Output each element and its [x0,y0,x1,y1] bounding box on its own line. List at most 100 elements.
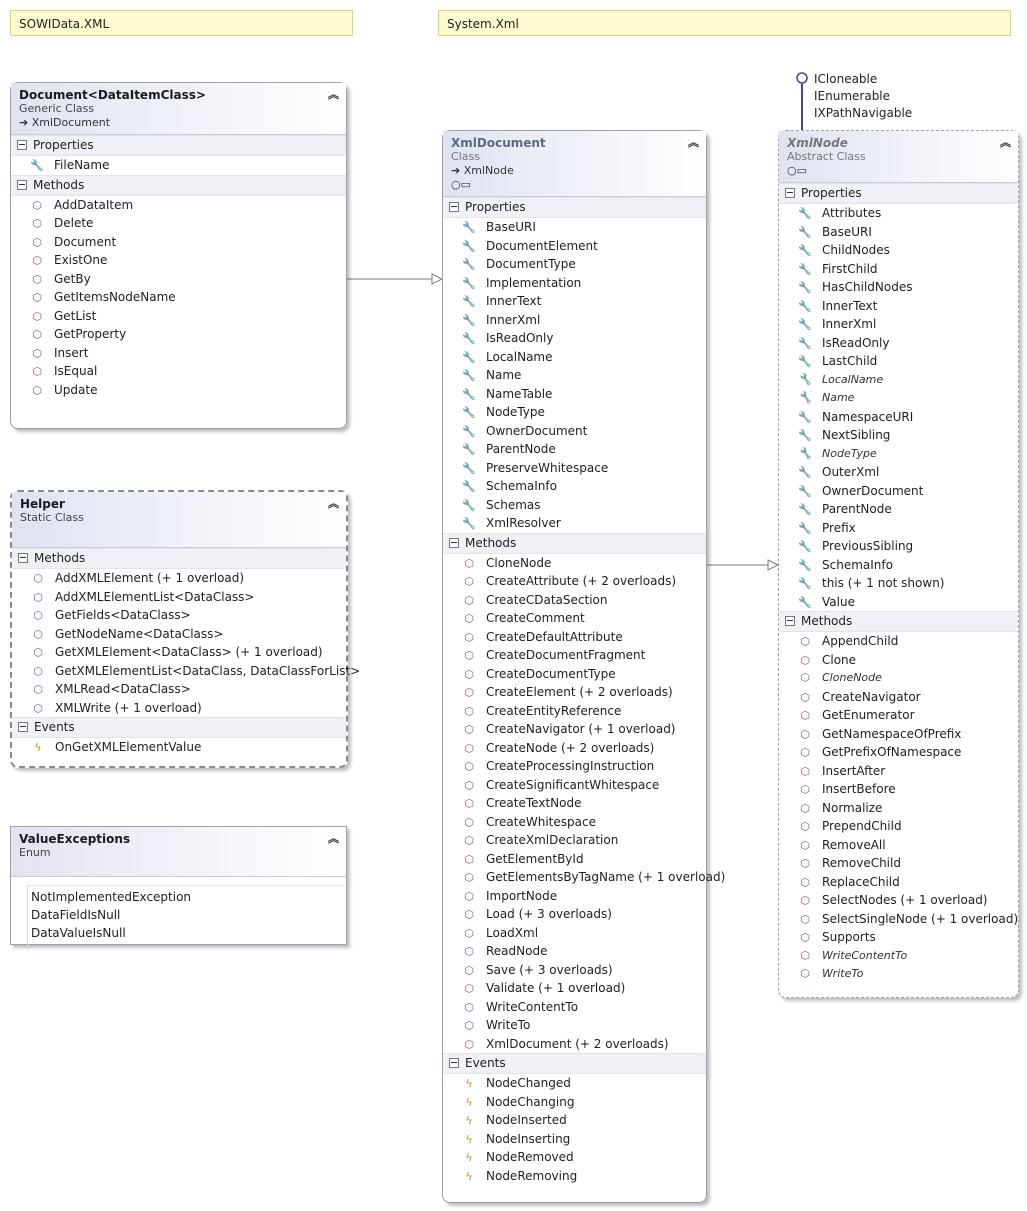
property-item[interactable]: 🔧OuterXml [779,463,1018,482]
property-item[interactable]: 🔧IsReadOnly [779,334,1018,353]
method-item[interactable]: ⬡CreateComment [443,609,706,628]
method-item[interactable]: ⬡CreateSignificantWhitespace [443,776,706,795]
class-box-helper[interactable]: Helper Static Class ︽ Methods ⬡AddXMLEle… [10,490,360,768]
double-chevron-up-icon[interactable]: ︽ [1000,136,1011,149]
method-item[interactable]: ⬡GetPrefixOfNamespace [779,743,1018,762]
method-item[interactable]: ⬡GetBy [11,270,346,289]
method-item[interactable]: ⬡WriteTo [443,1016,706,1035]
method-item[interactable]: ⬡InsertAfter [779,762,1018,781]
collapse-toggle-icon[interactable] [449,202,459,212]
section-methods[interactable]: Methods [11,174,346,196]
method-item[interactable]: ⬡GetElementById [443,850,706,869]
property-item[interactable]: 🔧SchemaInfo [443,477,706,496]
class-header[interactable]: XmlDocument Class ➔ XmlNode ○▭ ︽ [443,131,706,197]
property-item[interactable]: 🔧Schemas [443,496,706,515]
property-item[interactable]: 🔧this (+ 1 not shown) [779,574,1018,593]
collapse-toggle-icon[interactable] [785,616,795,626]
method-item[interactable]: ⬡GetElementsByTagName (+ 1 overload) [443,868,725,887]
method-item[interactable]: ⬡RemoveChild [779,854,1018,873]
property-item[interactable]: 🔧Implementation [443,274,706,293]
method-item[interactable]: ⬡AppendChild [779,632,1018,651]
property-item[interactable]: 🔧XmlResolver [443,514,706,533]
method-item[interactable]: ⬡Load (+ 3 overloads) [443,905,706,924]
collapsed-lollipop-icon[interactable]: ○▭ [451,178,471,191]
section-properties[interactable]: Properties [443,197,706,218]
double-chevron-up-icon[interactable]: ︽ [688,136,699,149]
property-item[interactable]: 🔧Prefix [779,519,1018,538]
double-chevron-up-icon[interactable]: ︽ [328,88,339,101]
property-item[interactable]: 🔧NextSibling [779,426,1018,445]
property-item[interactable]: 🔧BaseURI [443,218,706,237]
property-item[interactable]: 🔧Name [443,366,706,385]
property-item[interactable]: 🔧ChildNodes [779,241,1018,260]
method-item[interactable]: ⬡CreateAttribute (+ 2 overloads) [443,572,706,591]
method-item[interactable]: ⬡CreateNavigator (+ 1 overload) [443,720,706,739]
class-header[interactable]: ValueExceptions Enum ︽ [11,827,346,877]
property-item[interactable]: 🔧Value [779,593,1018,612]
enum-box-value-exceptions[interactable]: ValueExceptions Enum ︽ NotImplementedExc… [10,826,347,946]
property-item[interactable]: 🔧BaseURI [779,223,1018,242]
class-header[interactable]: Document<DataItemClass> Generic Class ➔ … [11,83,346,135]
property-item[interactable]: 🔧LocalName [443,348,706,367]
collapse-toggle-icon[interactable] [449,537,459,548]
section-events[interactable]: Events [12,717,346,738]
class-header[interactable]: Helper Static Class ︽ [12,492,346,548]
method-item[interactable]: ⬡ImportNode [443,887,706,906]
method-item[interactable]: ⬡CloneNode [779,669,1018,688]
property-item[interactable]: 🔧InnerXml [443,311,706,330]
enum-value[interactable]: NotImplementedException [31,890,192,904]
section-events[interactable]: Events [443,1053,706,1074]
property-item[interactable]: 🔧OwnerDocument [443,422,706,441]
collapse-toggle-icon[interactable] [17,140,27,150]
enum-value[interactable]: DataFieldIsNull [31,908,121,922]
double-chevron-up-icon[interactable]: ︽ [328,832,339,845]
method-item[interactable]: ⬡WriteTo [779,965,1018,984]
method-item[interactable]: ⬡Update [11,381,346,400]
property-item[interactable]: 🔧LocalName [779,371,1018,390]
method-item[interactable]: ⬡GetNamespaceOfPrefix [779,725,1018,744]
method-item[interactable]: ⬡CreateTextNode [443,794,706,813]
method-item[interactable]: ⬡AddDataItem [11,196,346,215]
property-item[interactable]: 🔧ParentNode [779,500,1018,519]
method-item[interactable]: ⬡Validate (+ 1 overload) [443,979,706,998]
collapse-toggle-icon[interactable] [18,553,28,563]
method-item[interactable]: ⬡GetProperty [11,325,346,344]
method-item[interactable]: ⬡WriteContentTo [779,947,1018,966]
section-properties[interactable]: Properties [779,183,1018,204]
method-item[interactable]: ⬡GetXMLElementList<DataClass, DataClassF… [12,662,360,681]
method-item[interactable]: ⬡CreateNode (+ 2 overloads) [443,739,706,758]
method-item[interactable]: ⬡InsertBefore [779,780,1018,799]
method-item[interactable]: ⬡CreateProcessingInstruction [443,757,706,776]
method-item[interactable]: ⬡ExistOne [11,251,346,270]
section-properties[interactable]: Properties [11,135,346,156]
method-item[interactable]: ⬡CreateCDataSection [443,591,706,610]
method-item[interactable]: ⬡Supports [779,928,1018,947]
property-item[interactable]: 🔧DocumentType [443,255,706,274]
property-item[interactable]: 🔧ParentNode [443,440,706,459]
property-item[interactable]: 🔧FileName [11,156,346,175]
method-item[interactable]: ⬡LoadXml [443,924,706,943]
collapse-toggle-icon[interactable] [17,179,27,190]
method-item[interactable]: ⬡GetEnumerator [779,706,1018,725]
method-item[interactable]: ⬡GetItemsNodeName [11,288,346,307]
class-box-document[interactable]: Document<DataItemClass> Generic Class ➔ … [10,82,347,429]
method-item[interactable]: ⬡ReplaceChild [779,873,1018,892]
method-item[interactable]: ⬡XMLWrite (+ 1 overload) [12,699,346,718]
method-item[interactable]: ⬡XMLRead<DataClass> [12,680,346,699]
method-item[interactable]: ⬡XmlDocument (+ 2 overloads) [443,1035,706,1054]
method-item[interactable]: ⬡SelectNodes (+ 1 overload) [779,891,1018,910]
property-item[interactable]: 🔧Name [779,389,1018,408]
method-item[interactable]: ⬡CreateXmlDeclaration [443,831,706,850]
double-chevron-up-icon[interactable]: ︽ [328,497,339,510]
property-item[interactable]: 🔧PreserveWhitespace [443,459,706,478]
property-item[interactable]: 🔧InnerXml [779,315,1018,334]
section-methods[interactable]: Methods [779,611,1018,632]
method-item[interactable]: ⬡CreateDefaultAttribute [443,628,706,647]
property-item[interactable]: 🔧DocumentElement [443,237,706,256]
property-item[interactable]: 🔧NodeType [443,403,706,422]
method-item[interactable]: ⬡AddXMLElement (+ 1 overload) [12,569,346,588]
